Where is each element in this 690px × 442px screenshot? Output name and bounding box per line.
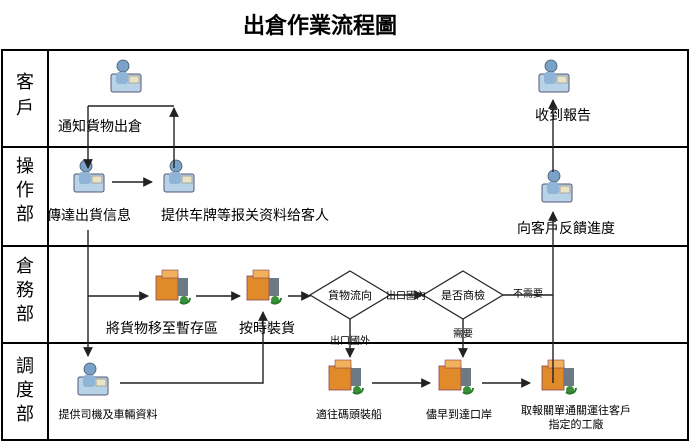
customer-person-icon bbox=[110, 59, 142, 93]
node-pickup-docs: 取報關單通關運往客戶指定的工廠 bbox=[521, 403, 631, 431]
ship-goods-icon bbox=[328, 359, 364, 395]
node-dock-ship: 適往碼頭裝船 bbox=[316, 407, 382, 421]
feedback-person-icon bbox=[541, 169, 573, 203]
node-notify-shipment: 通知貨物出倉 bbox=[58, 118, 142, 135]
diagram-title: 出倉作業流程圖 bbox=[243, 13, 397, 39]
node-move-goods: 將貨物移至暫存區 bbox=[106, 320, 218, 337]
node-feedback-progress: 向客戶反饋進度 bbox=[517, 220, 615, 237]
swimlane-grid bbox=[1, 49, 689, 441]
decision-inspect: 是否商檢 bbox=[421, 270, 505, 320]
node-provide-driver: 提供司機及車輛資料 bbox=[59, 407, 158, 421]
edge-label-no-need: 不需要 bbox=[513, 288, 543, 300]
load-goods-icon bbox=[246, 269, 282, 305]
node-load-on-time: 按時裝貨 bbox=[239, 320, 295, 337]
lane-label-operations: 操作部 bbox=[16, 156, 34, 225]
decision-direction: 貨物流向 bbox=[308, 270, 392, 320]
forklift-goods-icon bbox=[155, 269, 191, 305]
node-provide-docs: 提供车牌等报关资料给客人 bbox=[161, 207, 329, 224]
decision-inspect-label: 是否商檢 bbox=[441, 288, 485, 302]
lane-label-customer: 客戶 bbox=[16, 72, 34, 119]
node-relay-info: 傳達出貨信息 bbox=[47, 207, 131, 224]
decision-direction-label: 貨物流向 bbox=[328, 288, 372, 302]
operator-person-icon bbox=[73, 159, 105, 193]
factory-goods-icon bbox=[541, 359, 577, 395]
report-person-icon bbox=[538, 59, 570, 93]
lane-label-dispatch: 調度部 bbox=[16, 356, 34, 425]
docs-person-icon bbox=[163, 159, 195, 193]
node-receive-report: 收到報告 bbox=[535, 108, 591, 124]
port-goods-icon bbox=[438, 359, 474, 395]
connectors bbox=[83, 99, 558, 388]
lane-label-warehouse: 倉務部 bbox=[16, 256, 34, 325]
node-to-port: 儘早到達口岸 bbox=[426, 408, 492, 421]
driver-person-icon bbox=[77, 362, 109, 396]
